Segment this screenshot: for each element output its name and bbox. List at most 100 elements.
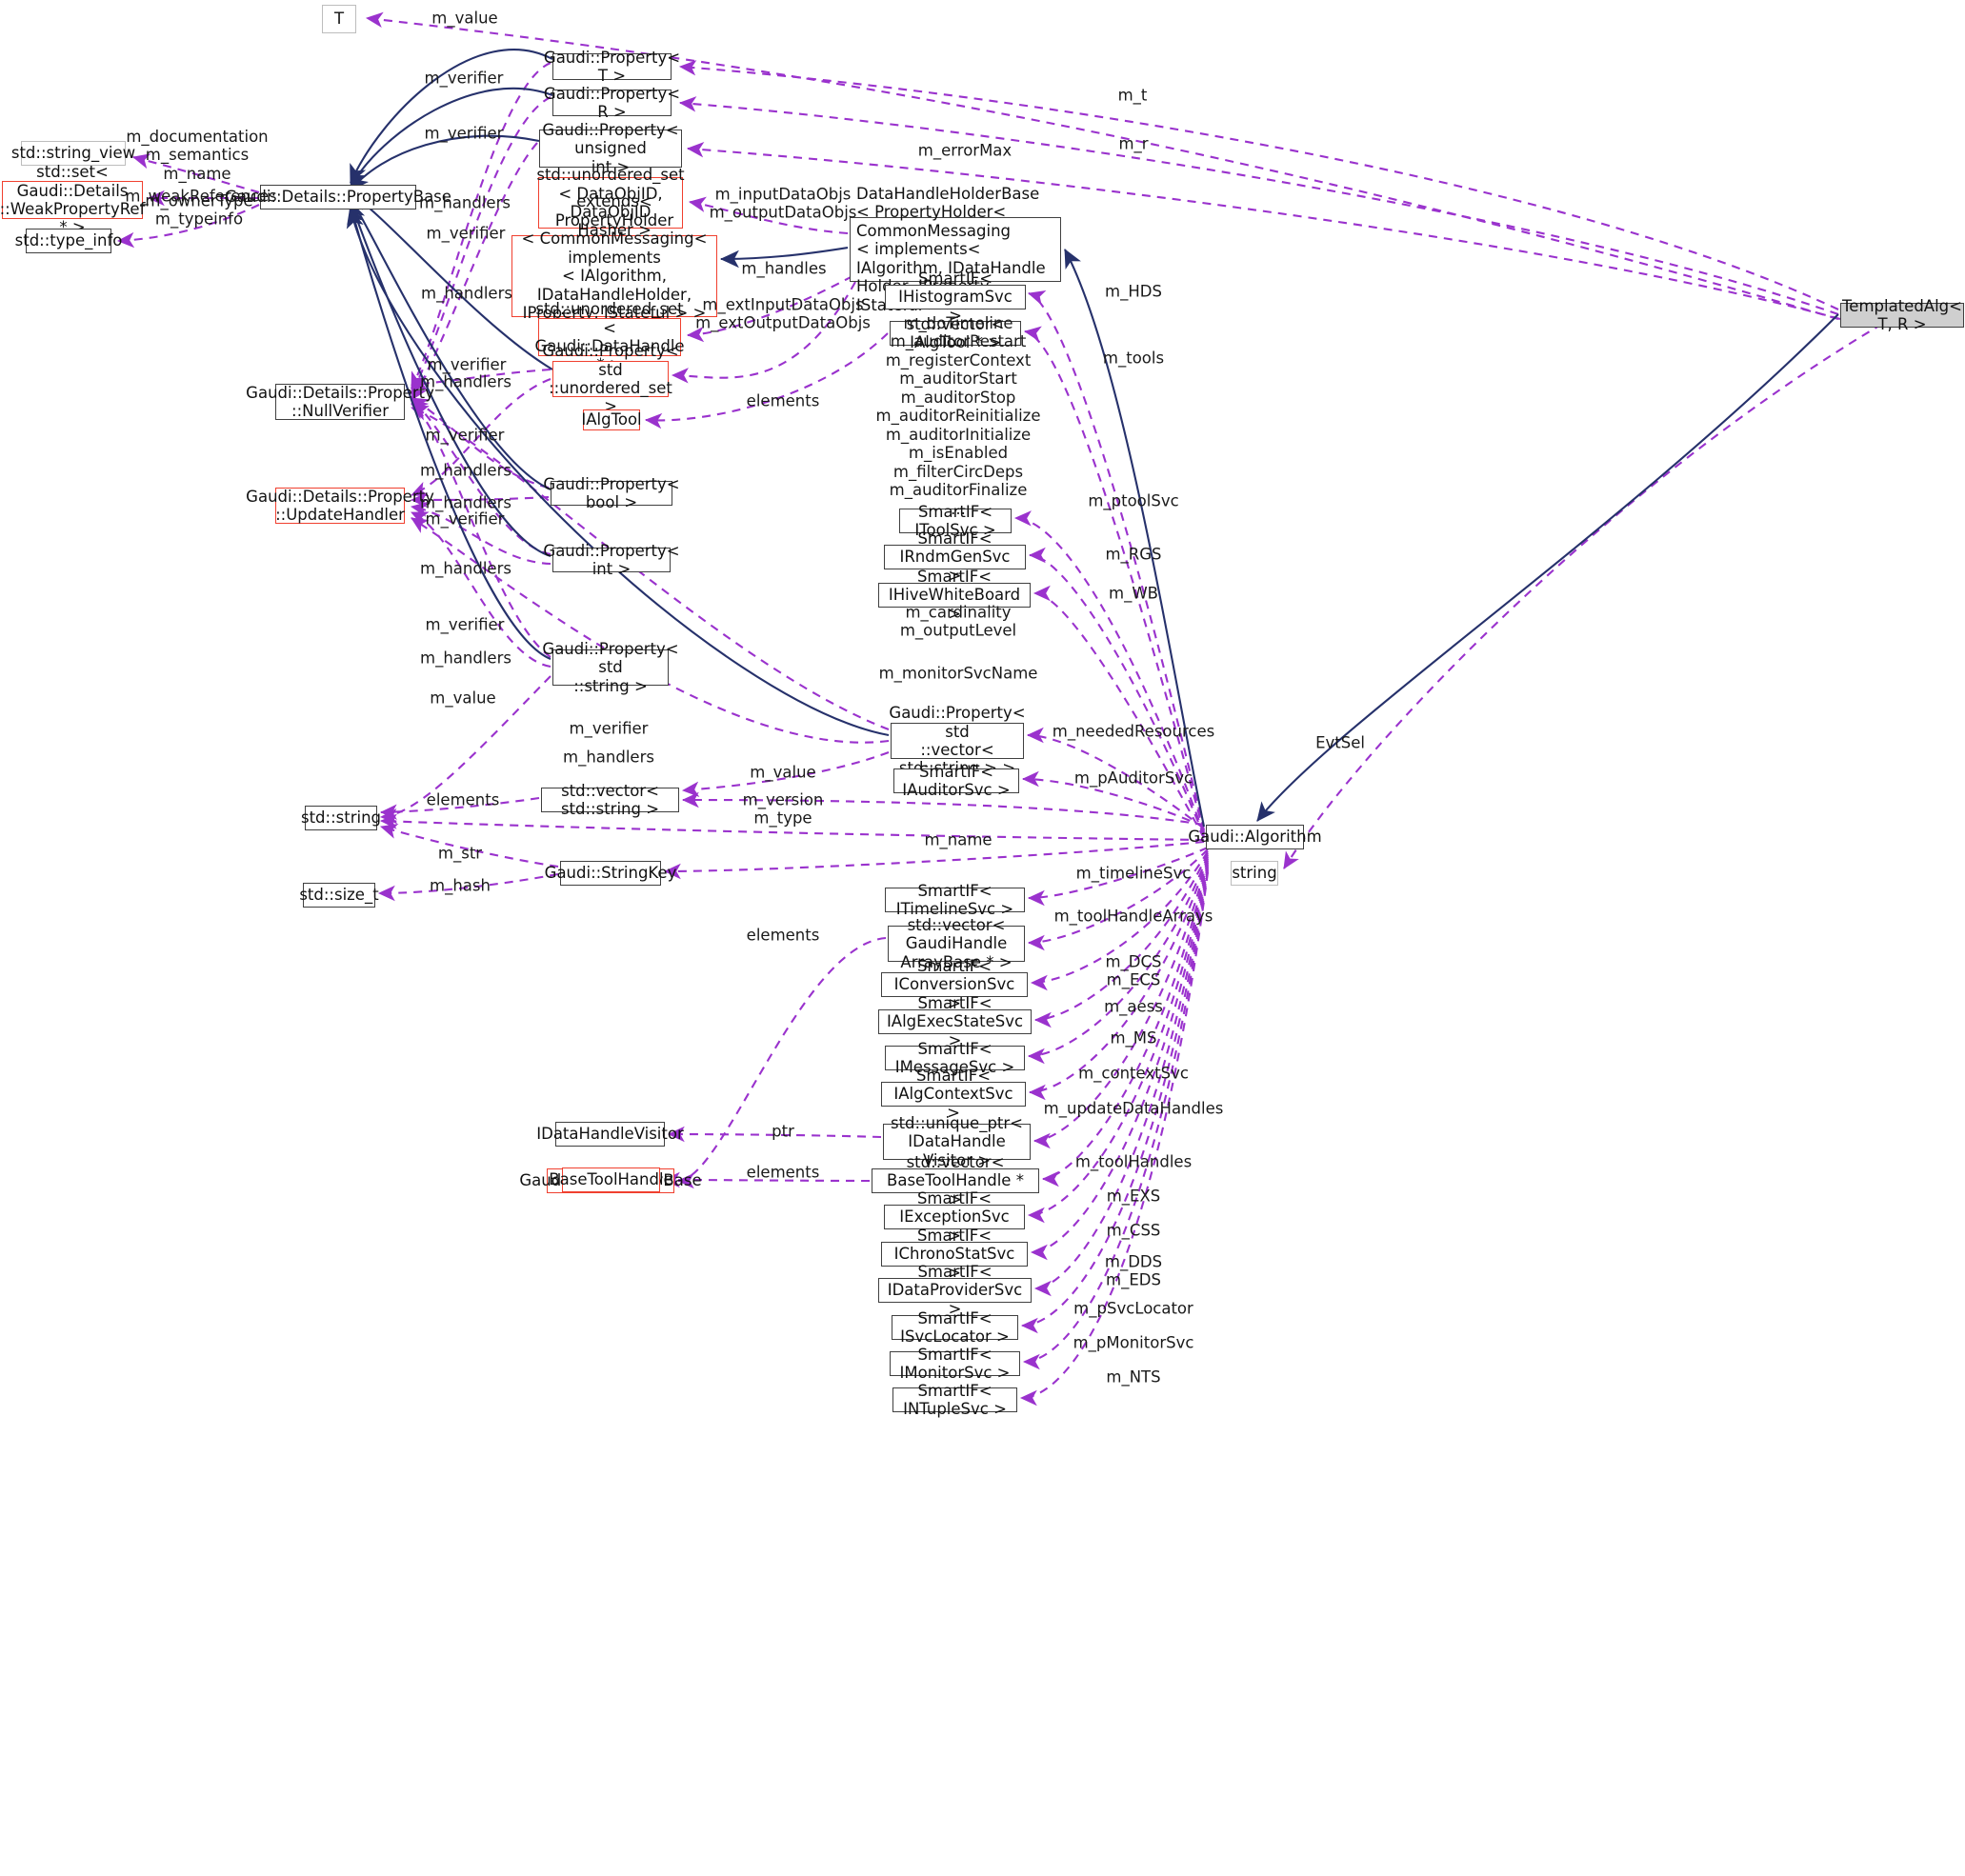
edge-label-lbl_m_verifier_8: m_verifier: [569, 719, 649, 738]
class-node-extends_ph[interactable]: extends< PropertyHolder < CommonMessagin…: [511, 192, 717, 359]
edge-label-lbl_m_str: m_str: [437, 844, 483, 863]
edge-label-lbl_m_errorMax: m_errorMax: [917, 141, 1013, 160]
class-node-std_string[interactable]: std::string: [301, 806, 381, 830]
edge-label-lbl_EvtSel: EvtSel: [1315, 733, 1365, 752]
edge-label-lbl_m_handlers_6: m_handlers: [420, 559, 511, 578]
edge-label-lbl_m_neededRes: m_neededResources: [1052, 722, 1215, 741]
edge-label-lbl_m_contextSvc: m_contextSvc: [1078, 1064, 1189, 1083]
class-node-propertybase[interactable]: Gaudi::Details::PropertyBase: [225, 185, 451, 210]
class-node-prop_T[interactable]: Gaudi::Property< T >: [543, 48, 681, 85]
edge-label-lbl_m_RGS: m_RGS: [1105, 545, 1162, 564]
class-node-smartif_svcloc[interactable]: SmartIF< ISvcLocator >: [892, 1309, 1018, 1346]
class-node-prop_uint[interactable]: Gaudi::Property< unsigned int >: [539, 121, 682, 176]
class-node-idatahandlevisitor[interactable]: IDataHandleVisitor: [536, 1122, 684, 1147]
edge-label-lbl_m_verifier_4: m_verifier: [427, 355, 507, 374]
class-node-updatehandler[interactable]: Gaudi::Details::Property ::UpdateHandler: [246, 487, 434, 524]
class-node-vec_ialgtool[interactable]: std::vector< IAlgTool * >: [890, 315, 1021, 351]
edge-label-lbl_m_HDS: m_HDS: [1105, 282, 1162, 301]
class-node-size_t[interactable]: std::size_t: [299, 883, 379, 908]
class-node-string_box[interactable]: string: [1231, 861, 1278, 886]
edge-label-lbl_m_weakrefs: m_weakReferences: [125, 187, 277, 206]
class-node-smartif_auditor[interactable]: SmartIF< IAuditorSvc >: [893, 763, 1019, 799]
class-node-smartif_algctx[interactable]: SmartIF< IAlgContextSvc >: [881, 1067, 1026, 1122]
edge-label-lbl_m_DCS: m_DCS m_ECS: [1105, 952, 1162, 989]
class-node-smartif_ntuple[interactable]: SmartIF< INTupleSvc >: [892, 1382, 1017, 1418]
class-node-uptr_visitor[interactable]: std::unique_ptr< IDataHandle Visitor >: [883, 1114, 1031, 1169]
edge-label-lbl_m_verifier_7: m_verifier: [425, 615, 505, 634]
edge-label-lbl_m_toolHandles: m_toolHandles: [1074, 1152, 1193, 1171]
class-node-stringkey[interactable]: Gaudi::StringKey: [545, 861, 676, 886]
edge-label-lbl_m_WB: m_WB: [1109, 584, 1158, 603]
edge-label-lbl_elements_2: elements: [426, 790, 500, 809]
edge-label-lbl_m_pMonitorSvc: m_pMonitorSvc: [1073, 1333, 1194, 1352]
edge-label-lbl_m_updateDH: m_updateDataHandles: [1043, 1099, 1224, 1118]
edge-label-lbl_m_monitorSvcName: m_monitorSvcName: [878, 664, 1038, 683]
edge-label-lbl_m_handlers_2: m_handlers: [421, 284, 512, 303]
edge-label-lbl_m_inputdata: m_inputDataObjs m_outputDataObjs: [709, 185, 857, 222]
edge-label-lbl_m_handlers_4: m_handlers: [420, 461, 511, 480]
class-node-smartif_rndm[interactable]: SmartIF< IRndmGenSvc >: [884, 529, 1026, 585]
class-node-smartif_timeline[interactable]: SmartIF< ITimelineSvc >: [885, 882, 1025, 918]
edge-label-lbl_m_verifier_1: m_verifier: [424, 69, 504, 88]
edge-label-lbl_m_t: m_t: [1117, 86, 1148, 105]
class-node-weakpropset[interactable]: std::set< Gaudi::Details ::WeakPropertyR…: [0, 163, 146, 237]
edge-label-lbl_m_verifier_6: m_verifier: [425, 509, 505, 529]
edge-label-lbl_elements_1: elements: [746, 391, 820, 410]
edge-label-lbl_m_handlers_8: m_handlers: [563, 748, 654, 767]
edge-label-lbl_m_pSvcLocator: m_pSvcLocator: [1073, 1299, 1193, 1318]
class-node-vec_string[interactable]: std::vector< std::string >: [541, 782, 679, 818]
class-node-prop_bool[interactable]: Gaudi::Property< bool >: [543, 474, 680, 511]
edge-label-lbl_m_MS: m_MS: [1110, 1028, 1157, 1048]
edge-label-lbl_m_value_2: m_value: [430, 689, 496, 708]
class-node-ialgtool[interactable]: IAlgTool: [581, 409, 642, 430]
class-node-smartif_algexec[interactable]: SmartIF< IAlgExecStateSvc >: [878, 994, 1032, 1049]
class-node-T[interactable]: T: [322, 5, 356, 33]
class-node-smartif_hive[interactable]: SmartIF< IHiveWhiteBoard >: [878, 568, 1031, 623]
edge-label-lbl_m_timelineSvc: m_timelineSvc: [1075, 864, 1192, 883]
class-node-string_view[interactable]: std::string_view: [11, 141, 135, 166]
edge-label-lbl_proplist: m_doTimeline m_auditorRestart m_register…: [875, 313, 1041, 518]
class-node-smartif_chrono[interactable]: SmartIF< IChronoStatSvc >: [881, 1227, 1028, 1282]
class-node-smartif_msg[interactable]: SmartIF< IMessageSvc >: [885, 1040, 1025, 1076]
class-node-typeinfo[interactable]: std::type_info: [15, 229, 122, 253]
edge-label-lbl_m_pAuditorSvc: m_pAuditorSvc: [1073, 768, 1193, 788]
edge-label-lbl_m_name: m_name: [924, 830, 993, 849]
edge-label-lbl_m_cardinality: m_cardinality m_outputLevel: [899, 603, 1017, 640]
class-node-prop_int[interactable]: Gaudi::Property< int >: [543, 541, 680, 578]
edge-label-lbl_m_value_T: m_value: [431, 9, 498, 28]
edge-label-lbl_elements_3: elements: [746, 926, 820, 945]
edge-label-lbl_m_DDS: m_DDS m_EDS: [1104, 1252, 1163, 1289]
edge-label-lbl_ptr: ptr: [772, 1122, 794, 1141]
class-node-nullverifier[interactable]: Gaudi::Details::Property ::NullVerifier: [246, 383, 434, 420]
edge-label-lbl_m_value_3: m_value: [750, 763, 816, 782]
class-node-prop_vecstring[interactable]: Gaudi::Property< std ::vector< std::stri…: [889, 704, 1026, 777]
edge-label-lbl_m_verifier_2: m_verifier: [424, 124, 504, 143]
class-node-uoset_dataobjid[interactable]: std::unordered_set < DataObjID, DataObjI…: [536, 166, 685, 240]
class-node-smartif_dataprov[interactable]: SmartIF< IDataProviderSvc >: [878, 1263, 1032, 1318]
edge-label-lbl_m_CSS: m_CSS: [1106, 1221, 1161, 1240]
edge-label-lbl_m_documentation: m_documentation m_semantics m_name: [126, 127, 269, 183]
edge-label-lbl_m_verifier_3: m_verifier: [426, 224, 506, 243]
edge-label-lbl_m_NTS: m_NTS: [1106, 1367, 1161, 1387]
edge-label-lbl_m_verifier_5: m_verifier: [425, 426, 505, 445]
class-node-prop_string[interactable]: Gaudi::Property< std ::string >: [542, 639, 679, 695]
edge-label-lbl_m_aess: m_aess: [1104, 997, 1163, 1016]
edge-label-lbl_m_extinput: m_extInputDataObjs m_extOutputDataObjs: [695, 295, 871, 332]
class-node-prop_uoset[interactable]: Gaudi::Property< std ::unordered_set >: [542, 342, 678, 416]
edge-label-lbl_m_tools: m_tools: [1102, 349, 1165, 368]
class-node-smartif_exc[interactable]: SmartIF< IExceptionSvc >: [884, 1189, 1025, 1245]
class-node-gaudi_algorithm[interactable]: Gaudi::Algorithm: [1188, 825, 1322, 849]
edge-label-lbl_m_handlers_5: m_handlers: [420, 493, 511, 512]
edge-label-lbl_m_EXS: m_EXS: [1106, 1187, 1161, 1206]
class-node-smartif_monitor[interactable]: SmartIF< IMonitorSvc >: [890, 1346, 1020, 1382]
edge-label-lbl_m_version: m_version m_type: [742, 790, 824, 828]
class-node-prop_R[interactable]: Gaudi::Property< R >: [543, 84, 681, 121]
class-node-templatedalg[interactable]: TemplatedAlg< T, R >: [1840, 297, 1964, 333]
edge-label-lbl_m_handlers_3: m_handlers: [420, 372, 511, 391]
class-node-smartif_hist[interactable]: SmartIF< IHistogramSvc >: [885, 269, 1026, 325]
edge-label-lbl_m_hash: m_hash: [430, 876, 491, 895]
edge-label-lbl_m_handlers_7: m_handlers: [420, 649, 511, 668]
class-node-basetoolhandle[interactable]: BaseToolHandle: [549, 1168, 673, 1192]
class-node-smartif_conv[interactable]: SmartIF< IConversionSvc >: [881, 957, 1028, 1012]
